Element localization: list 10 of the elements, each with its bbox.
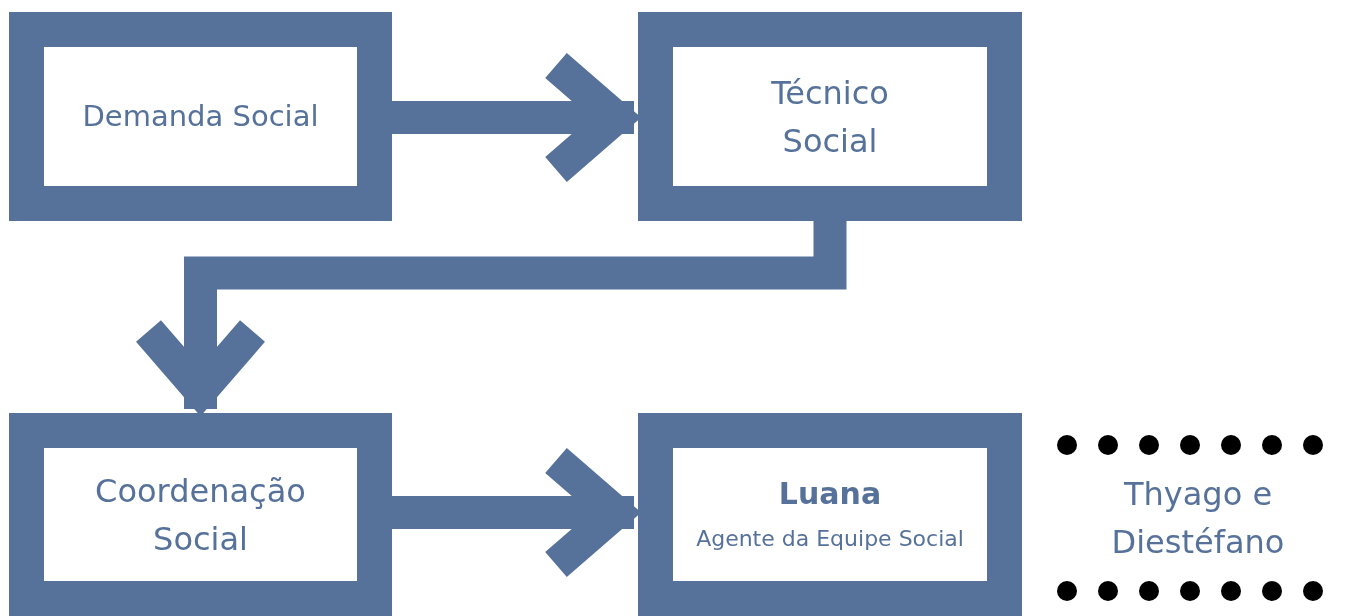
node-subtitle: Agente da Equipe Social: [696, 525, 964, 554]
node-label: Técnico Social: [770, 72, 890, 162]
process-box: [638, 12, 1022, 221]
node-label: Luana: [778, 475, 882, 514]
node-label: Thyago e Diestéfano: [1110, 474, 1286, 563]
process-box: [638, 413, 1022, 616]
process-box: [9, 413, 392, 616]
process-box: [9, 12, 392, 221]
node-label: Demanda Social: [82, 97, 319, 135]
node-label: Coordenação Social: [94, 470, 307, 560]
